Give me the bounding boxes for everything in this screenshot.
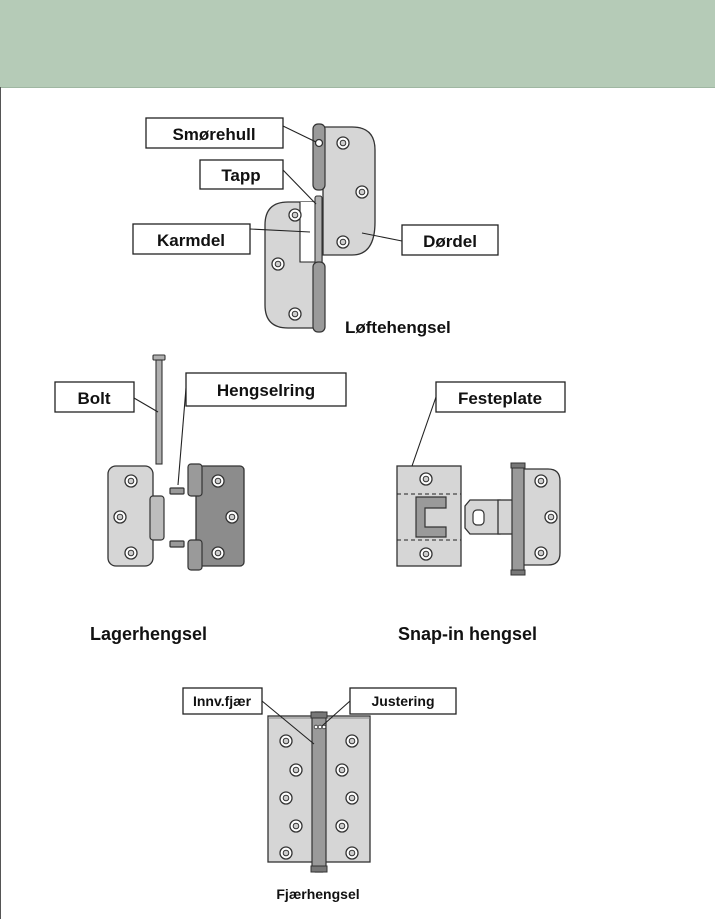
adjust-hole-1 [313, 724, 319, 730]
frame-leaf-cutout-edge [299, 202, 315, 263]
label-mounting-plate: Festeplate [458, 389, 542, 408]
label-internal-spring: Innv.fjær [193, 693, 252, 709]
label-grease-hole: Smørehull [172, 125, 255, 144]
snap-door-hole-1 [534, 474, 548, 488]
mounting-plate-hole-top [419, 472, 433, 486]
upper-knuckle [312, 123, 326, 191]
frame-screw-hole-3 [288, 307, 302, 321]
snap-knuckle [511, 464, 525, 574]
left-leaf-hole-2 [113, 510, 127, 524]
adjust-hole-2 [317, 724, 323, 730]
spring-right-hole-2 [335, 763, 349, 777]
right-leaf-hole-2 [225, 510, 239, 524]
bolt-shaft [155, 359, 163, 465]
label-box-grease-hole [145, 117, 284, 149]
leader-mounting-plate [411, 396, 437, 467]
spring-barrel [311, 711, 327, 873]
leader-frame-part [249, 228, 311, 233]
door-screw-hole-3 [336, 235, 350, 249]
bearing-ring-top [169, 487, 185, 495]
snap-door-hole-3 [534, 546, 548, 560]
snap-in-hinge: Festeplate Snap-in hengsel [396, 381, 566, 644]
label-box-bearing-ring [185, 372, 347, 407]
caption-bearing-hinge: Lagerhengsel [90, 624, 207, 644]
bearing-hinge: Bolt Hengselring Lagerhengsel [54, 354, 347, 644]
caption-lift-hinge: Løftehengsel [345, 318, 451, 337]
spring-right-hole-4 [335, 819, 349, 833]
header-band [0, 0, 715, 88]
spring-barrel-cap-bottom [310, 865, 328, 873]
snap-door-leaf [521, 468, 561, 566]
leader-pin [282, 169, 317, 205]
right-leaf [195, 465, 245, 567]
right-leaf-hole-1 [211, 474, 225, 488]
label-box-internal-spring [182, 687, 263, 715]
right-leaf-knuckle-bottom [187, 539, 203, 571]
spring-left-hole-4 [289, 819, 303, 833]
snap-knuckle-cap-bottom [510, 569, 526, 576]
spring-left-hole-2 [289, 763, 303, 777]
door-leaf [322, 126, 376, 256]
lift-hinge: Smørehull Tapp Karmdel Dørdel Løftehengs… [132, 117, 499, 337]
spring-left-hole-5 [279, 846, 293, 860]
door-screw-hole-1 [336, 136, 350, 150]
frame-screw-hole-1 [288, 208, 302, 222]
snap-slot [472, 509, 485, 526]
leader-adjustment [321, 700, 351, 727]
snap-door-hole-2 [544, 510, 558, 524]
label-box-door-part [401, 224, 499, 256]
label-box-pin [199, 159, 284, 190]
frame-screw-hole-2 [271, 257, 285, 271]
label-door-part: Dørdel [423, 232, 477, 251]
snap-knuckle-cap-top [510, 462, 526, 469]
leader-grease-hole [282, 125, 317, 143]
bearing-ring-bottom [169, 540, 185, 548]
spring-right-hole-5 [345, 846, 359, 860]
left-leaf-hole-1 [124, 474, 138, 488]
left-leaf-knuckle [149, 495, 165, 541]
leader-bolt [133, 397, 159, 413]
right-leaf-knuckle-top [187, 463, 203, 497]
label-bearing-ring: Hengselring [217, 381, 315, 400]
spring-right-hole-3 [345, 791, 359, 805]
spring-right-hole-1 [345, 734, 359, 748]
leader-door-part [361, 232, 403, 242]
lower-knuckle [312, 261, 326, 333]
spring-right-leaf [321, 715, 371, 863]
grease-hole [314, 138, 324, 148]
spring-hinge: Innv.fjær Justering Fjærhengsel [182, 687, 457, 902]
bolt-head [152, 354, 166, 361]
spring-left-leaf [267, 715, 317, 863]
label-frame-part: Karmdel [157, 231, 225, 250]
spring-barrel-cap-top [310, 711, 328, 719]
left-border [0, 87, 1, 919]
mounting-plate-hole-bottom [419, 547, 433, 561]
label-bolt: Bolt [77, 389, 110, 408]
adjust-hole-3 [321, 724, 327, 730]
right-leaf-hole-3 [211, 546, 225, 560]
caption-snap-in-hinge: Snap-in hengsel [398, 624, 537, 644]
left-leaf-hole-3 [124, 546, 138, 560]
label-box-adjustment [349, 687, 457, 715]
leader-internal-spring [261, 700, 315, 745]
spring-left-hole-3 [279, 791, 293, 805]
label-box-mounting-plate [435, 381, 566, 413]
label-pin: Tapp [221, 166, 260, 185]
caption-spring-hinge: Fjærhengsel [276, 886, 359, 902]
pin [314, 195, 323, 265]
leader-bearing-ring [177, 387, 187, 486]
door-screw-hole-2 [355, 185, 369, 199]
label-box-bolt [54, 381, 135, 413]
label-box-frame-part [132, 223, 251, 255]
spring-left-hole-1 [279, 734, 293, 748]
label-adjustment: Justering [371, 693, 434, 709]
snap-clip [415, 496, 447, 538]
